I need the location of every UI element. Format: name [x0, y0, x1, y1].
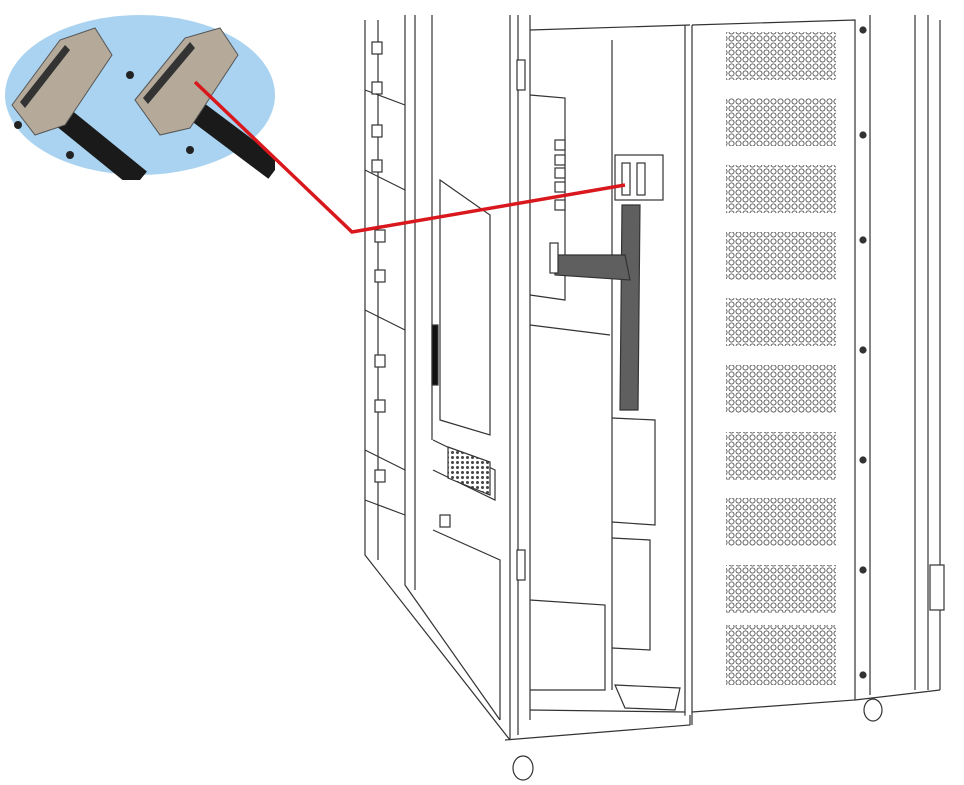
right-side-frame — [854, 15, 945, 701]
center-frame — [509, 15, 693, 740]
left-side-panel — [364, 15, 511, 741]
callout-line — [193, 80, 626, 234]
connector-right — [134, 27, 239, 136]
perforated-door — [691, 19, 867, 713]
connector-left — [11, 27, 113, 136]
casters — [504, 698, 883, 781]
cabinet-line-art — [364, 15, 945, 781]
connector-photo-inset — [5, 15, 275, 180]
